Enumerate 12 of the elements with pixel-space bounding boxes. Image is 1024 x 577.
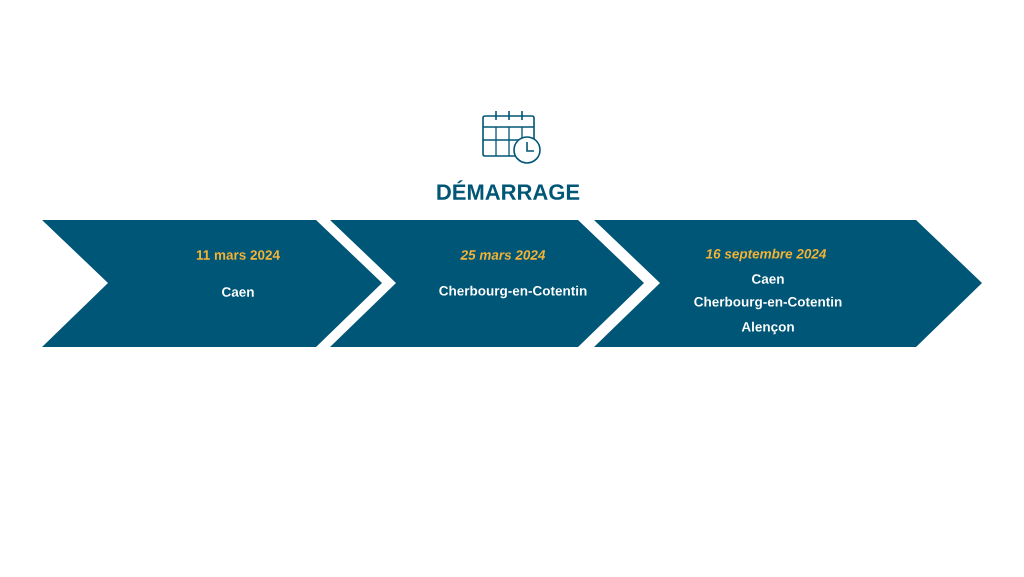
place-label: Cherbourg-en-Cotentin	[694, 296, 842, 310]
chevron-shape	[594, 220, 982, 347]
place-label: Caen	[222, 287, 254, 297]
chevron-shape	[330, 220, 644, 347]
date-label: 11 mars 2024	[196, 250, 280, 260]
title: DÉMARRAGE	[437, 180, 580, 200]
date-label: 25 mars 2024	[460, 250, 546, 260]
place-label: Alençon	[741, 321, 794, 335]
date-label: 16 septembre 2024	[705, 248, 827, 262]
place-label: Caen	[752, 274, 784, 284]
chevron-shape	[42, 220, 382, 347]
place-label: Cherbourg-en-Cotentin	[439, 285, 587, 299]
